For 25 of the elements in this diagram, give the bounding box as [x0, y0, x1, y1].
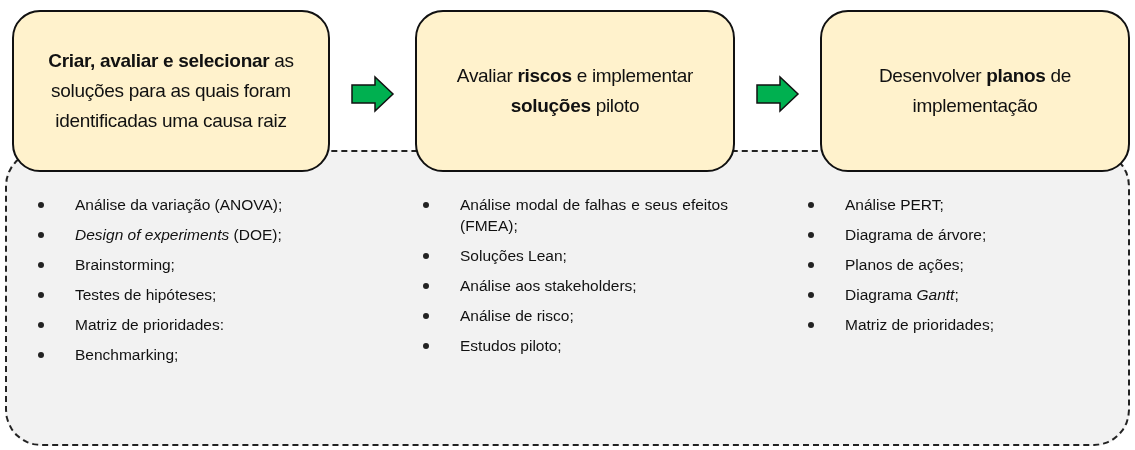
- list-item: Análise modal de falhas e seus efeitos (FMEA);: [460, 195, 728, 236]
- block-arrow: [351, 75, 395, 113]
- list-item: Estudos piloto;: [460, 336, 563, 356]
- list-item: Matriz de prioridades:: [75, 315, 226, 335]
- list-item: Análise da variação (ANOVA);: [75, 195, 284, 215]
- block-arrow: [756, 75, 800, 113]
- list-item: Design of experiments (DOE);: [75, 225, 283, 245]
- list-item: Análise aos stakeholders;: [460, 276, 638, 296]
- dashed-panel: [5, 150, 1130, 446]
- step-box: [415, 10, 735, 172]
- step-text: Desenvolver planos de implementação: [877, 64, 1073, 118]
- list-item: Brainstorming;: [75, 255, 176, 275]
- list-item: Planos de ações;: [845, 255, 965, 275]
- step-box: [820, 10, 1130, 172]
- list-item: Diagrama de árvore;: [845, 225, 988, 245]
- list-item: Testes de hipóteses;: [75, 285, 218, 305]
- step-box: [12, 10, 330, 172]
- list-item: Análise PERT;: [845, 195, 945, 215]
- list-item: Análise de risco;: [460, 306, 575, 326]
- step-text: Avaliar riscos e implementar soluções piloto: [455, 64, 695, 118]
- list-item: Matriz de prioridades;: [845, 315, 996, 335]
- list-item: Diagrama Gantt;: [845, 285, 960, 305]
- list-item: Benchmarking;: [75, 345, 180, 365]
- step-text: Criar, avaliar e selecionar as soluções para as quais foram identificadas uma causa raiz: [47, 49, 295, 133]
- list-item: Soluções Lean;: [460, 246, 568, 266]
